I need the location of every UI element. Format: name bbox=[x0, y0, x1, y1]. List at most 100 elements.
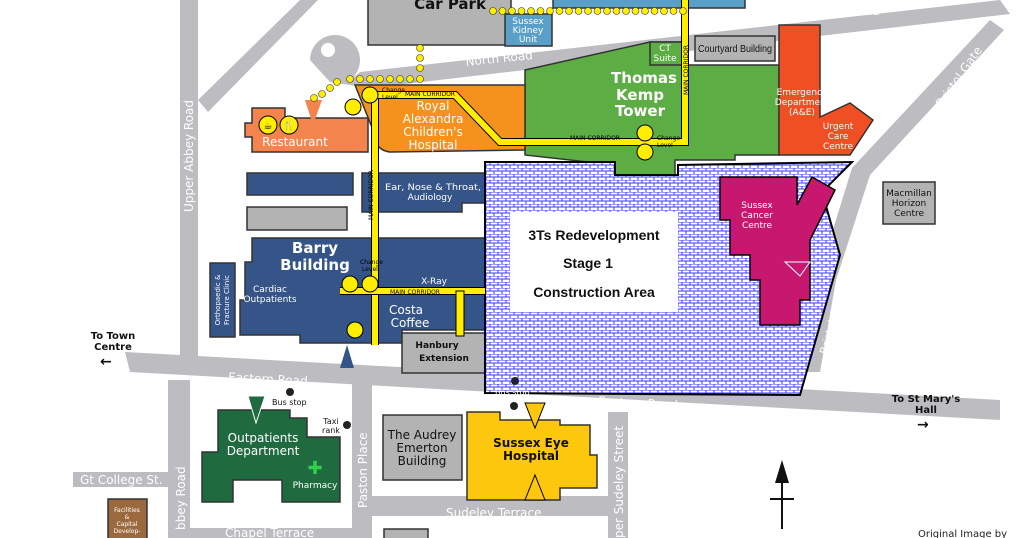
sussex-eye-hospital bbox=[466, 411, 598, 501]
route-dot bbox=[416, 54, 424, 62]
courtyard-building bbox=[694, 35, 776, 62]
route-dot bbox=[527, 7, 535, 15]
corridor-label-4: MAIN CORRIDOR bbox=[368, 170, 375, 220]
ent-label: Ear, Nose & Throat,Audiology bbox=[385, 183, 481, 203]
north-arrow-icon bbox=[770, 460, 794, 529]
knife-fork-icon bbox=[279, 115, 299, 135]
stairs-icon bbox=[636, 143, 654, 161]
upper-sudeley-label: per Sudeley Street bbox=[612, 426, 626, 538]
cutlery-glyph: 🍴 bbox=[283, 119, 295, 132]
upper-sudeley-street-road bbox=[608, 412, 628, 538]
arrow-left-icon: ← bbox=[100, 354, 112, 370]
route-dot bbox=[326, 84, 334, 92]
whitehawk-hill-road bbox=[198, 0, 318, 112]
orthopaedic-fracture-clinic bbox=[209, 262, 236, 338]
lift-icon bbox=[341, 275, 359, 293]
courtyard-label: Courtyard Building bbox=[698, 44, 772, 55]
route-dot bbox=[318, 90, 326, 98]
blue-building-north bbox=[552, 0, 746, 9]
gt-college-label: Gt College St. bbox=[80, 473, 163, 487]
facilities-capital-development bbox=[107, 498, 148, 538]
route-dot bbox=[536, 7, 545, 15]
blue-building bbox=[246, 172, 354, 196]
stairs-icon bbox=[361, 275, 379, 293]
restaurant-label: Restaurant bbox=[262, 135, 328, 149]
paston-place-label: Paston Place bbox=[356, 432, 370, 508]
corridor-label-1: MAIN CORRIDOR bbox=[570, 135, 620, 142]
route-dot bbox=[406, 75, 414, 83]
lift-icon bbox=[636, 124, 654, 142]
route-dot bbox=[416, 44, 424, 52]
credit-text: Original Image by bbox=[918, 529, 1007, 538]
eastern-road-label: Eastern Road bbox=[228, 370, 308, 388]
route-dot bbox=[396, 75, 404, 83]
pharmacy-label: Pharmacy bbox=[293, 481, 338, 491]
upper-abbey-road bbox=[180, 0, 198, 370]
route-dot bbox=[346, 75, 354, 83]
route-dot bbox=[489, 7, 497, 15]
bus-stop-marker-3 bbox=[510, 402, 518, 410]
restaurant-entrance-arrow bbox=[305, 100, 322, 125]
taxi-rank-marker bbox=[343, 421, 351, 429]
route-dot bbox=[416, 75, 424, 83]
walking-route-dots bbox=[310, 7, 687, 102]
bus-stop-marker bbox=[286, 388, 294, 396]
route-dot bbox=[593, 7, 602, 15]
sudeley-terrace-label: Sudeley Terrace bbox=[446, 506, 542, 520]
route-dot bbox=[584, 7, 592, 15]
grey-building-south bbox=[383, 528, 429, 538]
eye-entrance-arrow-south bbox=[524, 473, 546, 501]
audrey-emerton-building bbox=[382, 414, 463, 481]
route-dot bbox=[574, 7, 583, 15]
macmillan-horizon-centre bbox=[882, 181, 936, 225]
route-dot bbox=[310, 94, 318, 102]
route-dot bbox=[555, 7, 564, 15]
barry-entrance-arrow bbox=[340, 345, 354, 368]
sudeley-terrace-road bbox=[370, 496, 608, 516]
sussex-kidney-unit bbox=[504, 13, 553, 47]
route-dot bbox=[631, 7, 640, 15]
restaurant bbox=[244, 107, 369, 153]
corridor-label-3: MAIN CORRIDOR bbox=[390, 289, 440, 296]
coffee-glyph: ☕ bbox=[264, 121, 273, 132]
bus-stop-label-2: Bus stop bbox=[495, 388, 530, 397]
route-dot bbox=[612, 7, 621, 15]
stairs-icon bbox=[361, 86, 379, 104]
route-dot bbox=[546, 7, 554, 15]
arrow-right-icon: → bbox=[917, 417, 929, 433]
route-dot bbox=[498, 7, 507, 15]
pharmacy-cross-icon: ✚ bbox=[307, 458, 322, 479]
corridor-label-5: MAIN CORRIDOR bbox=[683, 45, 690, 95]
lift-icon bbox=[344, 98, 362, 116]
coffee-cup-icon bbox=[258, 115, 278, 135]
chapel-terrace-road bbox=[190, 528, 352, 538]
route-dot bbox=[333, 78, 341, 86]
route-dot bbox=[669, 7, 678, 15]
cancer-entrance-arrow bbox=[783, 261, 811, 277]
corridor-label-2: MAIN CORRIDOR bbox=[405, 91, 455, 98]
car-park bbox=[367, 0, 512, 46]
route-dot bbox=[622, 7, 630, 15]
hanbury-extension bbox=[401, 332, 486, 374]
route-dot bbox=[508, 7, 516, 15]
gt-college-st-road bbox=[73, 472, 170, 487]
